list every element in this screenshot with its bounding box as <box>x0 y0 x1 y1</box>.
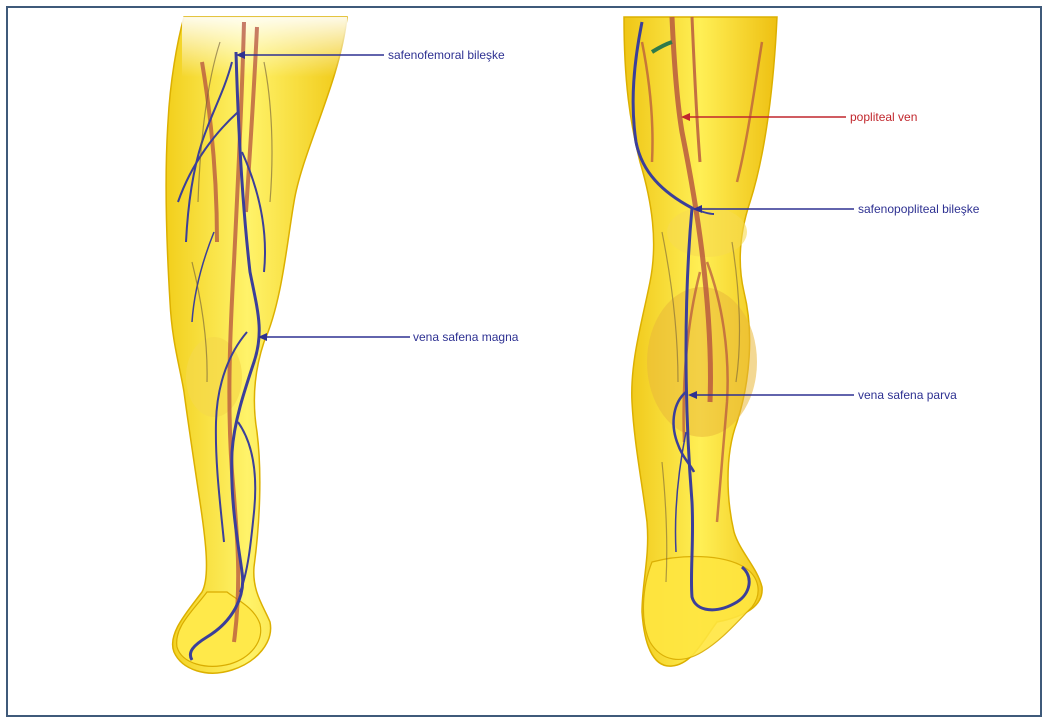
label-vena-safena-parva: vena safena parva <box>858 388 957 402</box>
label-popliteal-vein: popliteal ven <box>850 110 917 124</box>
figure-frame: safenofemoral bileşke vena safena magna … <box>6 6 1042 717</box>
label-vena-safena-magna: vena safena magna <box>413 330 518 344</box>
left-leg-skin <box>166 17 347 673</box>
left-leg <box>166 17 347 673</box>
label-safenofemoral-junction: safenofemoral bileşke <box>388 48 505 62</box>
label-safenopopliteal-junction: safenopopliteal bileşke <box>858 202 979 216</box>
right-leg <box>624 17 777 666</box>
